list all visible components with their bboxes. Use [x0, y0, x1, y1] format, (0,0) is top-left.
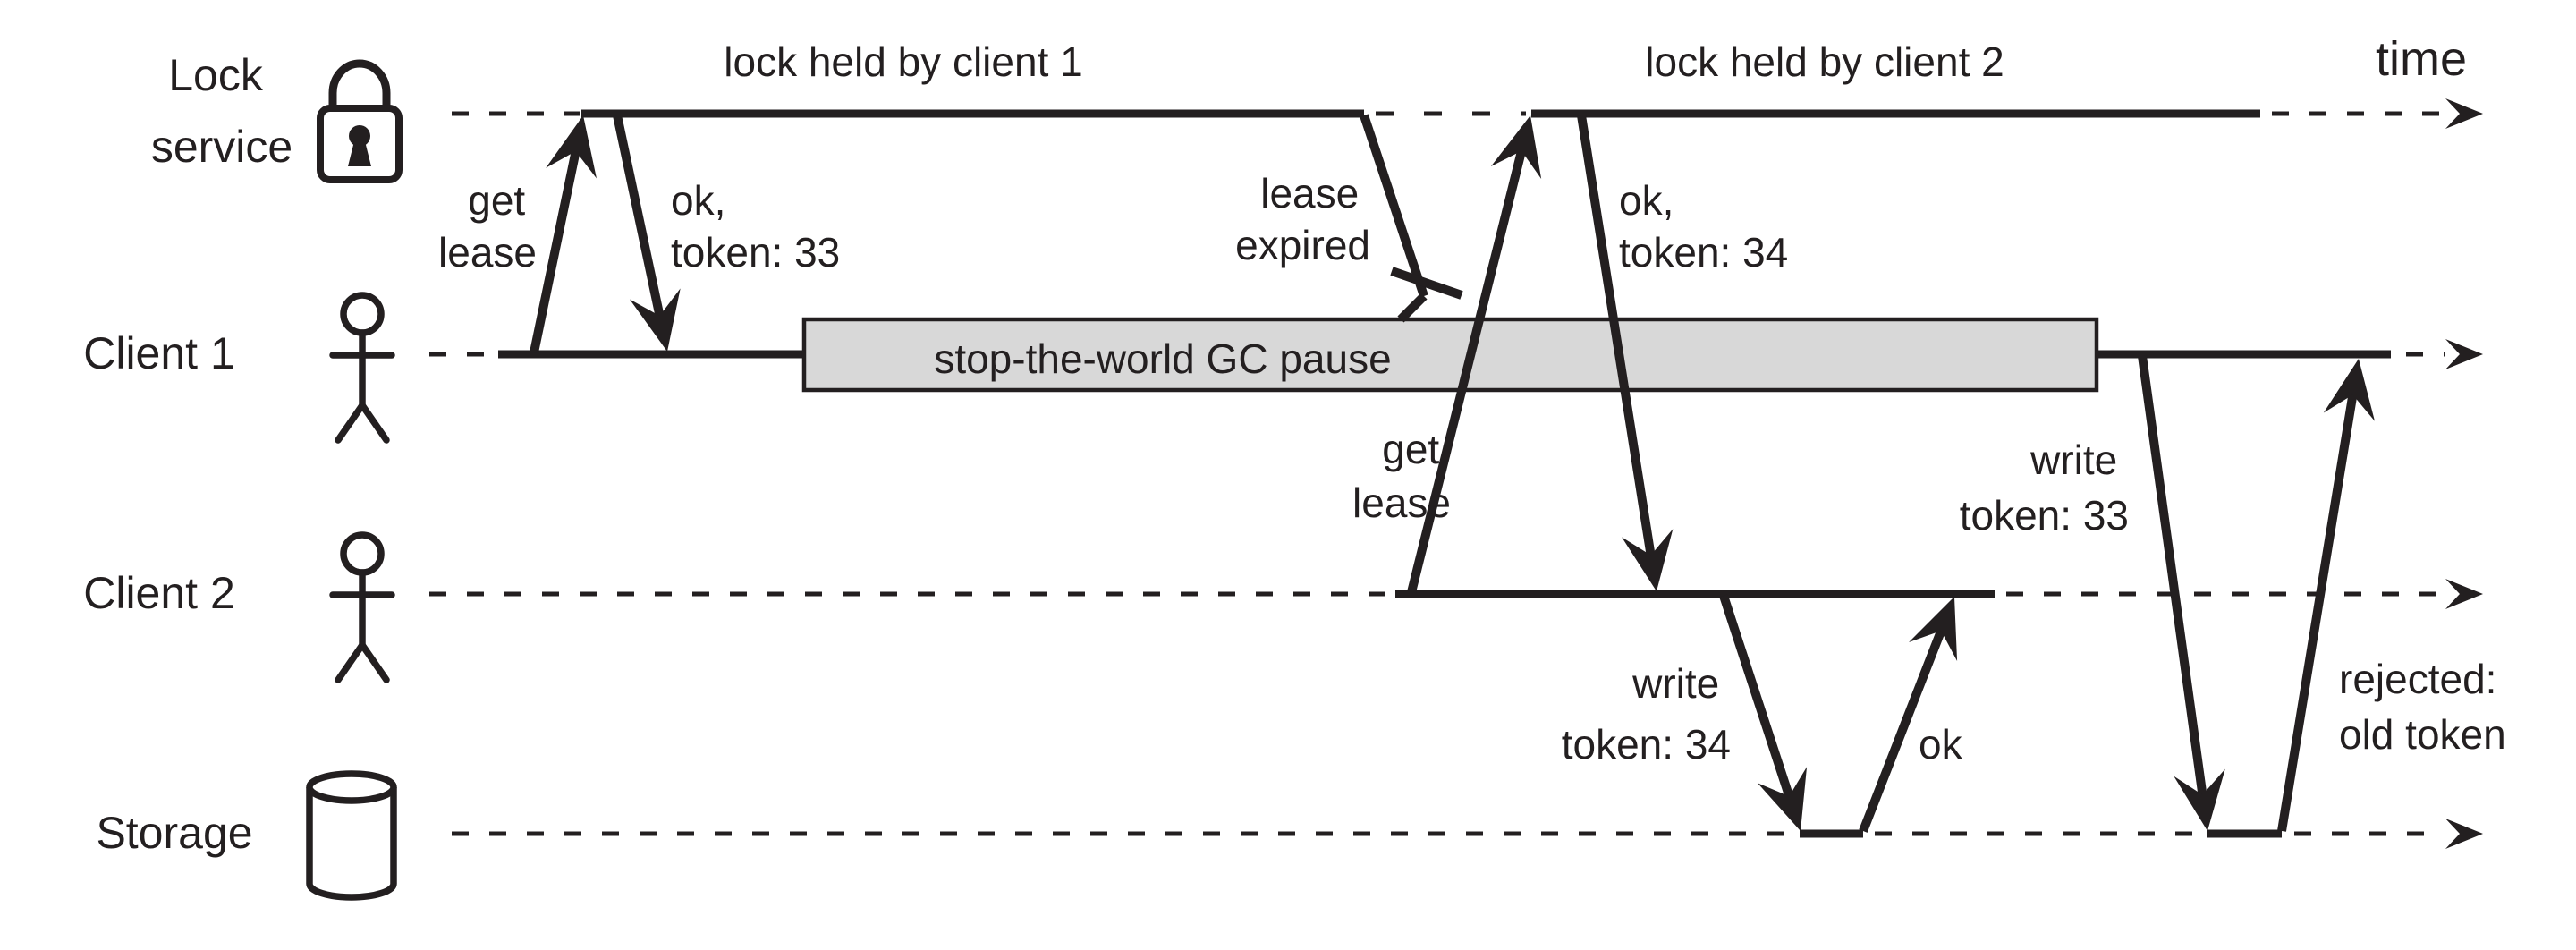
- ok-token-33-arrow-head: [629, 288, 681, 352]
- get-lease-1-label: get lease: [438, 177, 537, 276]
- gc-pause-label: stop-the-world GC pause: [934, 335, 1391, 382]
- cylinder-top: [306, 770, 397, 804]
- rejected-arrow: [2277, 386, 2359, 832]
- ok-token-34-label: ok, token: 34: [1619, 177, 1788, 276]
- write-token-34-label: write token: 34: [1562, 660, 1731, 768]
- ok-token-34-arrow: [1577, 115, 1657, 564]
- lease-expired-line: [1360, 114, 1463, 323]
- get-lease-1-arrow: [530, 143, 582, 354]
- lock-lane-dash-right-tip-head: [2445, 98, 2483, 129]
- write-token-34-arrow: [1719, 594, 1796, 805]
- rejected-arrow-head: [2323, 359, 2376, 421]
- database-cylinder-icon: [306, 770, 397, 901]
- ok-token-34-arrow-head: [1622, 529, 1674, 591]
- lane-label-lock-service: Lock service: [151, 50, 292, 172]
- person-head: [340, 531, 385, 576]
- cylinder-body: [306, 787, 397, 901]
- person-icon: [329, 531, 395, 683]
- person-icon: [329, 292, 395, 444]
- lease-expired-shaft: [1360, 114, 1428, 298]
- lease-expired-cross-slash: [1390, 267, 1463, 300]
- lane-label-client-1: Client 1: [83, 328, 235, 378]
- lane-label-service: service: [151, 122, 292, 172]
- ok-token-33-arrow: [613, 114, 666, 324]
- person-leg-left: [335, 641, 366, 683]
- client1-lane-dash-right-tip-head: [2445, 339, 2483, 369]
- person-leg-right: [359, 402, 390, 444]
- padlock-keyhole-stem: [348, 141, 371, 166]
- lease-expired-label: lease expired: [1235, 170, 1370, 268]
- gc-pause-box: [801, 317, 2099, 393]
- get-lease-2-label: get lease: [1352, 426, 1451, 526]
- time-axis-label: time: [2376, 32, 2467, 86]
- write-token-33-label: write token: 33: [1960, 437, 2129, 539]
- ok-write-label: ok: [1919, 721, 1963, 768]
- write-token-34-arrow-head: [1757, 767, 1808, 831]
- person-leg-left: [335, 402, 366, 444]
- client2-lane-dash-right-tip-head: [2445, 579, 2483, 609]
- ok-write-arrow: [1859, 622, 1948, 833]
- lock-held-by-client-1-label: lock held by client 1: [724, 38, 1082, 85]
- lease-expired-tail: [1397, 293, 1428, 323]
- lane-label-lock: Lock: [168, 50, 264, 100]
- person-leg-right: [359, 641, 390, 683]
- write-token-33-arrow-head: [2174, 768, 2225, 831]
- padlock-shackle: [328, 59, 391, 111]
- person-head: [340, 292, 385, 336]
- lock-held-by-client-2-label: lock held by client 2: [1645, 38, 2004, 85]
- ok-write-arrow-head: [1909, 597, 1958, 662]
- write-token-33-arrow: [2138, 355, 2208, 802]
- padlock-icon: [317, 59, 402, 183]
- lane-label-client-2: Client 2: [83, 568, 235, 618]
- storage-lane-dash-right-tip-head: [2445, 819, 2483, 849]
- lane-label-storage: Storage: [96, 808, 252, 858]
- get-lease-2-arrow: [1407, 142, 1528, 594]
- rejected-old-token-label: rejected: old token: [2339, 656, 2508, 758]
- get-lease-2-arrow-head: [1490, 115, 1542, 180]
- ok-token-33-label: ok, token: 33: [671, 177, 840, 276]
- get-lease-1-arrow-head: [546, 115, 597, 179]
